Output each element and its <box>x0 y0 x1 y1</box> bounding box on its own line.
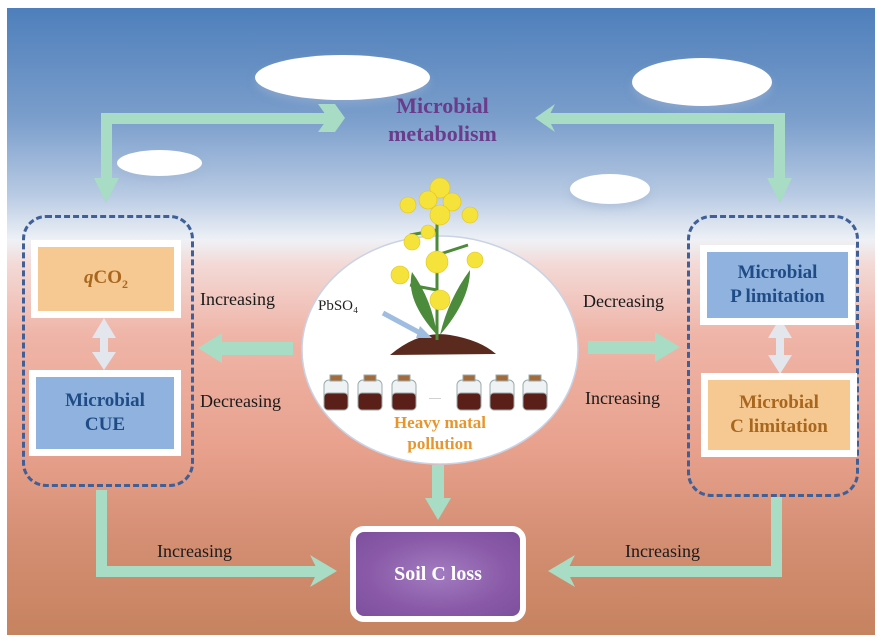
flower-icon <box>429 204 451 226</box>
arrow-top-right-horizontal <box>545 113 785 124</box>
arrow-bottom-right-vertical <box>771 497 782 577</box>
arrow-head-right-icon <box>318 104 345 132</box>
label-bottom-left-increasing: Increasing <box>157 541 232 561</box>
cloud-icon <box>632 58 772 106</box>
qco2-italic: q <box>84 267 94 289</box>
arrow-top-left-horizontal <box>101 113 341 124</box>
label-right-decreasing: Decreasing <box>583 291 664 311</box>
arrow-bottom-right-horizontal <box>565 566 782 577</box>
pollution-line1: Heavy matal <box>393 413 487 432</box>
plant-stem-icon <box>409 220 469 340</box>
arrow-center-to-right <box>588 341 656 354</box>
arrow-bottom-left-horizontal <box>96 566 321 577</box>
cloud-icon <box>570 174 650 204</box>
flower-icon <box>461 206 479 224</box>
cloud-icon <box>255 55 430 100</box>
jar-icon <box>391 374 417 411</box>
arrow-top-left-vertical <box>101 113 112 183</box>
arrow-center-to-left <box>218 342 293 355</box>
flower-icon <box>425 250 449 274</box>
jar-icon <box>489 374 515 411</box>
jar-icon <box>323 374 349 411</box>
arrow-head-left-icon <box>535 104 555 132</box>
jar-icon <box>357 374 383 411</box>
label-right-increasing: Increasing <box>585 388 660 408</box>
qco2-box: qCO2 <box>31 240 181 318</box>
title-line2: metabolism <box>388 121 497 146</box>
flower-icon <box>403 233 421 251</box>
flower-icon <box>390 265 410 285</box>
c-limit-line2: C limitation <box>730 416 828 437</box>
soil-c-loss-box: Soil C loss <box>350 526 526 622</box>
jar-icon <box>456 374 482 411</box>
label-left-increasing: Increasing <box>200 289 275 309</box>
arrow-head-down-icon <box>425 498 451 520</box>
arrow-bottom-left-vertical <box>96 490 107 575</box>
c-limit-line1: Microbial <box>739 392 819 414</box>
arrow-head-left-icon <box>548 555 575 587</box>
right-group-frame <box>687 215 859 497</box>
title-microbial-metabolism: Microbial metabolism <box>360 92 525 148</box>
arrow-center-down <box>432 465 444 500</box>
flower-icon <box>420 224 436 240</box>
leaf-icon <box>440 270 470 335</box>
arrow-head-left-icon <box>198 333 222 363</box>
p-limit-line1: Microbial <box>737 262 818 284</box>
leaf-icon <box>410 272 437 335</box>
qco2-sub: 2 <box>122 276 128 291</box>
arrow-head-icon <box>416 326 432 338</box>
heavy-metal-pollution-label: Heavy matal pollution <box>375 412 505 454</box>
double-arrow-right-icon <box>768 318 792 374</box>
jar-icon <box>522 374 548 411</box>
cue-line2: CUE <box>84 414 126 435</box>
flower-icon <box>418 190 438 210</box>
flower-icon <box>429 289 451 311</box>
cue-line1: Microbial <box>65 390 145 412</box>
flower-icon <box>429 177 451 199</box>
arrow-head-down-icon <box>767 178 792 203</box>
arrow-top-right-vertical <box>774 113 785 183</box>
flower-icon <box>442 192 462 212</box>
double-arrow-left-icon <box>92 318 116 370</box>
arrow-head-right-icon <box>655 332 680 362</box>
soil-mound-icon <box>390 334 496 355</box>
cloud-icon <box>117 150 202 176</box>
label-bottom-right-increasing: Increasing <box>625 541 700 561</box>
pollution-line2: pollution <box>407 434 473 453</box>
qco2-main: CO <box>93 267 123 289</box>
pbso4-label: PbSO₄ <box>318 298 359 314</box>
arrow-head-right-icon <box>310 555 337 587</box>
arrow-head-down-icon <box>94 178 119 203</box>
left-group-frame <box>22 215 194 487</box>
p-limit-line2: P limitation <box>730 286 825 307</box>
title-line1: Microbial <box>396 93 489 118</box>
label-left-decreasing: Decreasing <box>200 391 281 411</box>
sample-jars <box>323 374 548 411</box>
jars-ellipsis: ...... <box>429 392 441 401</box>
flower-icon <box>466 251 484 269</box>
pbso4-arrow <box>381 310 424 337</box>
flower-icon <box>399 196 417 214</box>
